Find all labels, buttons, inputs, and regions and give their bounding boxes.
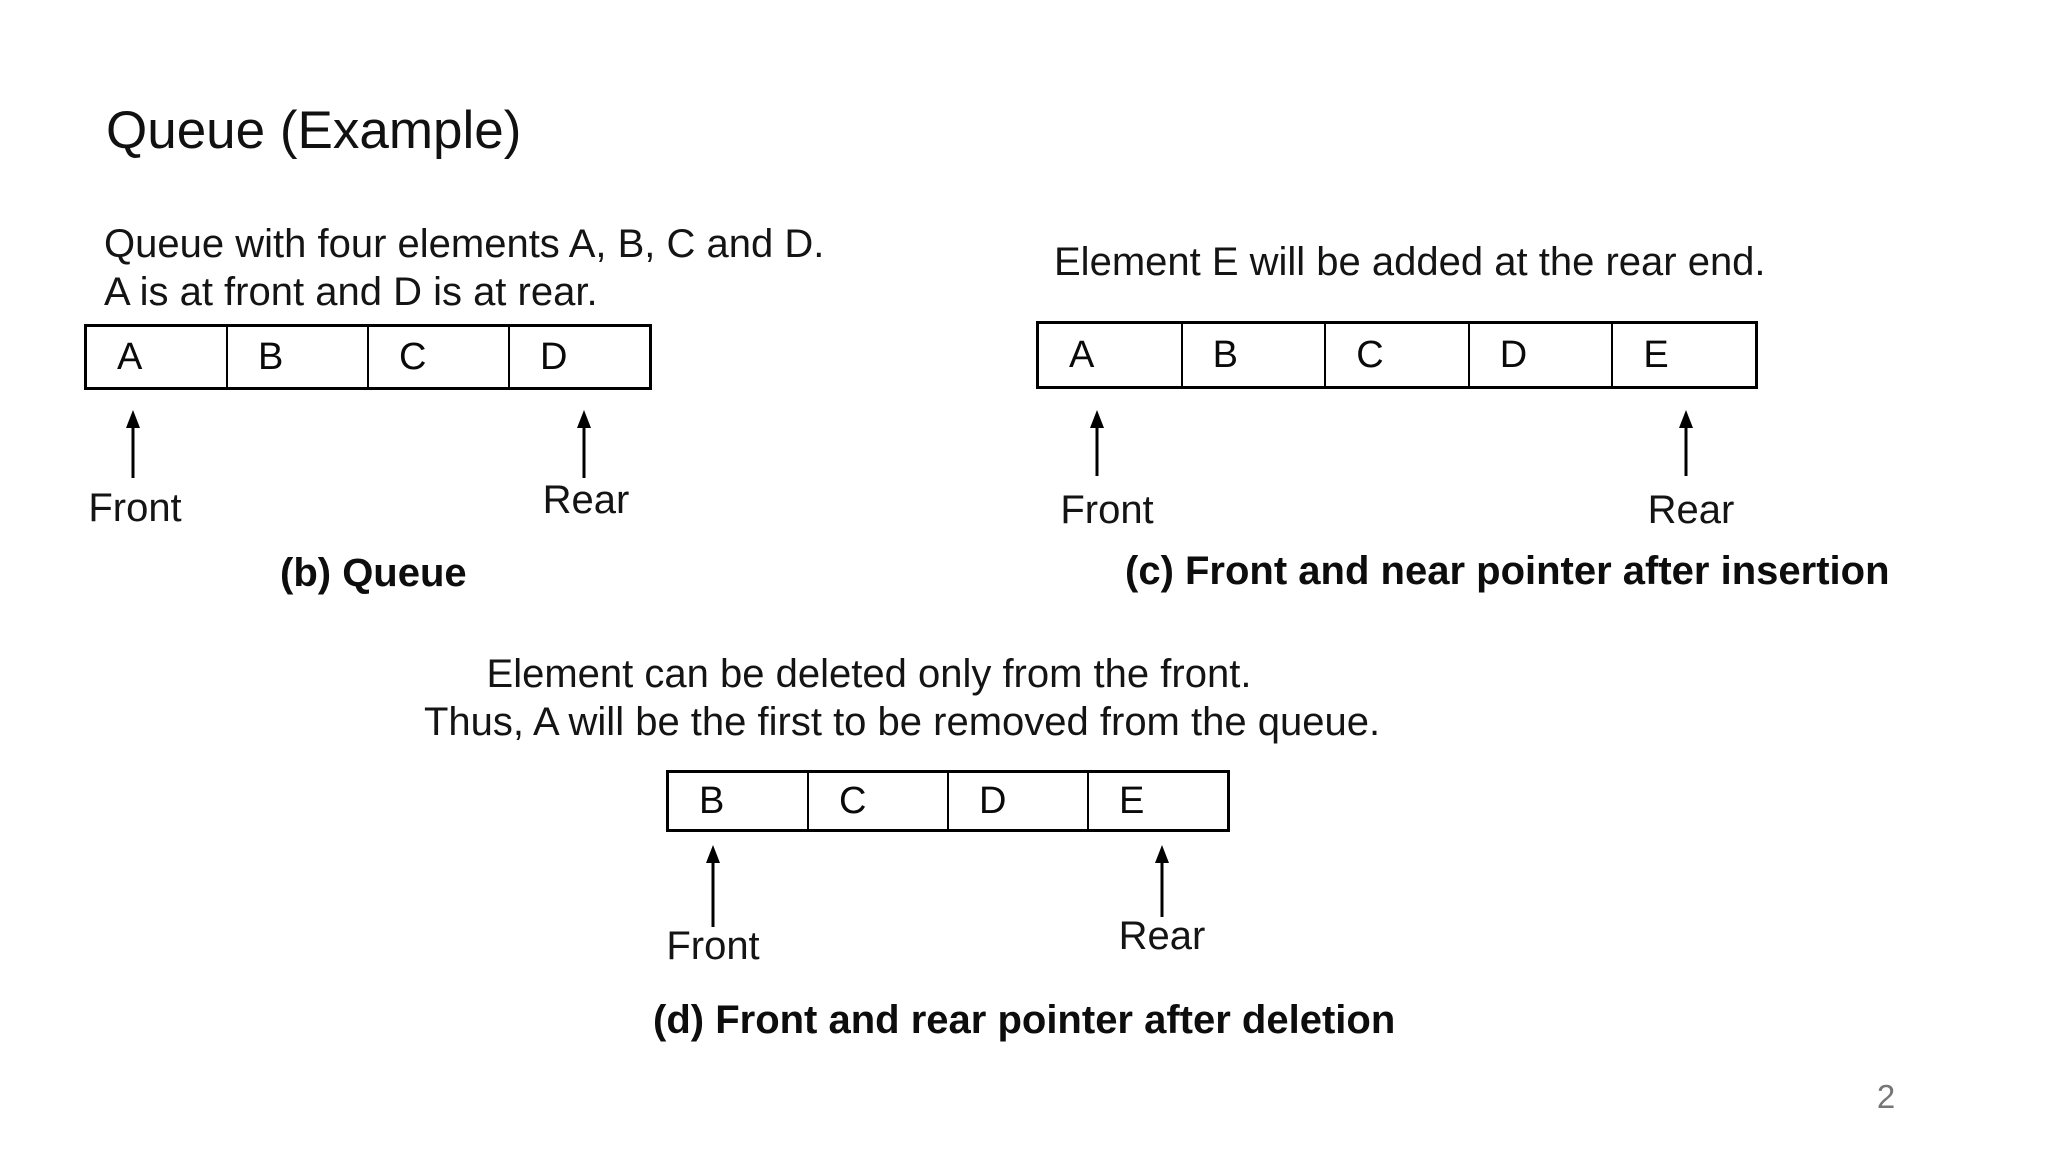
figure-b-front-label: Front [88, 486, 182, 530]
queue-cell: D [947, 773, 1087, 829]
queue-cell: B [226, 327, 367, 387]
queue-cell: D [1467, 324, 1612, 386]
figure-b-caption: (b) Queue [280, 551, 467, 595]
figure-d-caption: (d) Front and rear pointer after deletio… [653, 998, 1396, 1042]
figure-d-queue-array: B C D E [666, 770, 1230, 832]
queue-cell-value: A [1069, 333, 1095, 376]
figure-b-description-line1: Queue with four elements A, B, C and D. [104, 222, 825, 266]
queue-cell-value: D [1499, 333, 1528, 376]
figure-d-rear-label: Rear [1118, 914, 1206, 958]
queue-cell-value: C [1356, 333, 1384, 376]
queue-cell: E [1087, 773, 1227, 829]
figure-b-description-line2: A is at front and D is at rear. [104, 270, 598, 314]
figure-b-queue-array: A B C D [84, 324, 652, 390]
queue-cell: B [1180, 324, 1325, 386]
queue-cell-value: B [258, 335, 284, 378]
queue-cell: E [1611, 324, 1755, 386]
queue-cell-value: D [540, 335, 568, 378]
queue-cell: A [1039, 324, 1181, 386]
queue-cell: D [508, 327, 649, 387]
up-arrow-icon [1679, 410, 1693, 476]
up-arrow-icon [706, 845, 720, 927]
queue-cell-value: D [979, 779, 1007, 822]
queue-cell: C [807, 773, 947, 829]
figure-b-description: Queue with four elements A, B, C and D. … [104, 220, 824, 316]
queue-cell: C [367, 327, 508, 387]
up-arrow-icon [1090, 410, 1104, 476]
figure-c-front-label: Front [1060, 488, 1154, 532]
figure-d-front-label: Front [666, 924, 760, 968]
queue-cell-value: A [117, 335, 143, 378]
figure-c-caption: (c) Front and near pointer after inserti… [1125, 549, 1890, 593]
queue-cell-value: E [1119, 779, 1145, 822]
figure-b-rear-label: Rear [542, 478, 630, 522]
figure-d-description-line2: Thus, A will be the first to be removed … [424, 700, 1381, 744]
figure-c-description-line1: Element E will be added at the rear end. [1054, 240, 1766, 284]
queue-cell-value: E [1643, 333, 1669, 376]
up-arrow-icon [577, 410, 591, 478]
up-arrow-icon [126, 410, 140, 478]
queue-cell: A [87, 327, 226, 387]
page-number: 2 [1876, 1078, 1896, 1115]
queue-cell: C [1324, 324, 1468, 386]
queue-cell-value: C [839, 779, 867, 822]
figure-d-description: Element can be deleted only from the fro… [424, 650, 1381, 746]
figure-c-rear-label: Rear [1647, 488, 1735, 532]
figure-d-description-line1: Element can be deleted only from the fro… [486, 652, 1252, 696]
figure-c-description: Element E will be added at the rear end. [1054, 238, 1766, 286]
page-title: Queue (Example) [106, 101, 522, 160]
queue-cell-value: B [1212, 333, 1238, 376]
queue-cell-value: C [399, 335, 427, 378]
figure-c-queue-array: A B C D E [1036, 321, 1758, 389]
queue-cell-value: B [699, 779, 725, 822]
up-arrow-icon [1155, 845, 1169, 917]
queue-cell: B [669, 773, 807, 829]
